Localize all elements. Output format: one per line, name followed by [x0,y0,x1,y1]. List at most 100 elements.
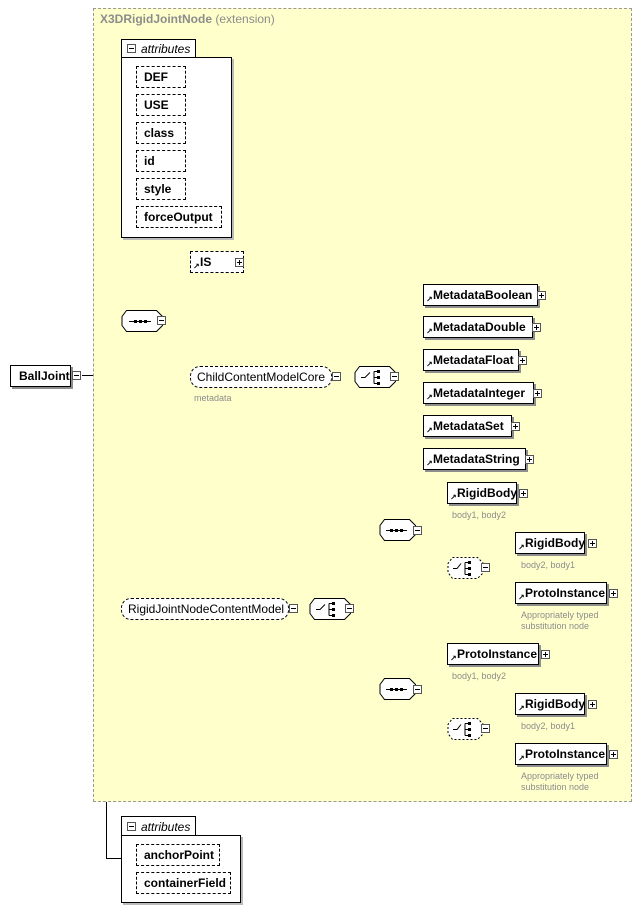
element-label: MetadataFloat [433,353,514,367]
attribute-def[interactable]: DEF [136,66,186,88]
element-label: RigidBody [525,697,585,711]
choice-compositor[interactable] [309,598,355,620]
reference-arrow-icon: ↗ [193,262,200,271]
element-label: RigidBody [525,536,585,550]
collapse-icon[interactable] [72,371,81,380]
attribute-label: DEF [144,70,168,84]
attribute-forceoutput[interactable]: forceOutput [136,206,222,228]
attribute-label: forceOutput [144,210,213,224]
expand-icon[interactable] [609,589,618,598]
reference-arrow-icon: ↗ [426,295,433,304]
group-childcontentmodelcore[interactable]: ChildContentModelCore [190,366,332,388]
group-rigidjointnodecontentmodel[interactable]: RigidJointNodeContentModel [121,598,289,620]
attribute-use[interactable]: USE [136,94,186,116]
element-metadatafloat[interactable]: ↗ MetadataFloat [423,349,527,371]
collapse-icon[interactable] [289,604,298,613]
collapse-icon[interactable] [345,604,354,613]
element-note: substitution node [521,782,590,792]
extension-region [93,8,632,802]
sequence-compositor[interactable] [379,678,425,700]
reference-arrow-icon: ↗ [426,426,433,435]
element-note: body2, body1 [521,721,576,731]
expand-icon[interactable] [537,291,546,300]
element-note: Appropriately typed [521,610,599,620]
collapse-icon[interactable] [481,724,490,733]
collapse-icon[interactable] [157,316,166,325]
choice-compositor[interactable] [447,718,493,740]
attribute-label: anchorPoint [144,848,215,862]
expand-icon[interactable] [525,455,534,464]
element-metadataboolean[interactable]: ↗ MetadataBoolean [423,284,546,306]
root-element-label: BallJoint [19,369,70,383]
element-protoinstance[interactable]: ↗ ProtoInstance [515,582,618,604]
collapse-icon[interactable] [413,685,422,694]
reference-arrow-icon: ↗ [450,654,457,663]
expand-icon[interactable] [235,258,244,267]
element-note: substitution node [521,621,590,631]
attribute-style[interactable]: style [136,178,186,200]
expand-icon[interactable] [511,422,520,431]
attributes-header-label: attributes [141,42,191,56]
expand-icon[interactable] [532,323,541,332]
element-protoinstance[interactable]: ↗ ProtoInstance [447,643,550,665]
reference-arrow-icon: ↗ [518,543,525,552]
sequence-compositor[interactable] [121,310,167,332]
element-note: body1, body2 [452,510,507,520]
element-label: MetadataDouble [433,320,526,334]
element-metadatadouble[interactable]: ↗ MetadataDouble [423,316,541,338]
choice-compositor[interactable] [354,366,400,388]
sequence-compositor[interactable] [379,519,425,541]
element-metadataset[interactable]: ↗ MetadataSet [423,415,520,437]
element-label: ProtoInstance [457,647,538,661]
reference-arrow-icon: ↗ [518,704,525,713]
element-metadatastring[interactable]: ↗ MetadataString [423,448,534,470]
attribute-label: class [144,126,175,140]
own-attributes-header[interactable]: attributes [121,816,196,836]
extension-type-name: X3DRigidJointNode [100,12,213,26]
expand-icon[interactable] [588,700,597,709]
element-rigidbody[interactable]: ↗ RigidBody [515,693,597,715]
reference-arrow-icon: ↗ [426,393,433,402]
element-label: IS [200,255,212,269]
root-element-balljoint[interactable]: BallJoint [10,365,71,387]
attribute-label: id [144,154,155,168]
collapse-icon[interactable] [390,372,399,381]
collapse-icon[interactable] [127,822,136,831]
attribute-anchorpoint[interactable]: anchorPoint [136,844,220,866]
choice-compositor[interactable] [447,557,493,579]
group-note: metadata [194,393,232,403]
expand-icon[interactable] [518,356,527,365]
element-rigidbody[interactable]: ↗ RigidBody [515,532,597,554]
element-protoinstance[interactable]: ↗ ProtoInstance [515,743,618,765]
attribute-id[interactable]: id [136,150,186,172]
element-note: body1, body2 [452,671,507,681]
element-label: MetadataInteger [433,386,526,400]
element-note: body2, body1 [521,560,576,570]
element-label: RigidBody [457,486,517,500]
element-metadatainteger[interactable]: ↗ MetadataInteger [423,382,542,404]
attribute-label: USE [144,98,169,112]
reference-arrow-icon: ↗ [426,360,433,369]
reference-arrow-icon: ↗ [450,493,457,502]
element-is[interactable]: ↗ IS [190,251,244,273]
collapse-icon[interactable] [481,563,490,572]
expand-icon[interactable] [541,650,550,659]
collapse-icon[interactable] [413,526,422,535]
expand-icon[interactable] [519,489,528,498]
element-label: ProtoInstance [525,586,606,600]
group-label: ChildContentModelCore [197,370,326,384]
collapse-icon[interactable] [332,372,341,381]
reference-arrow-icon: ↗ [518,754,525,763]
attribute-containerfield[interactable]: containerField [136,872,231,894]
collapse-icon[interactable] [127,44,136,53]
expand-icon[interactable] [609,750,618,759]
inherited-attributes-header[interactable]: attributes [121,39,196,58]
reference-arrow-icon: ↗ [426,459,433,468]
reference-arrow-icon: ↗ [426,327,433,336]
element-label: MetadataBoolean [433,288,533,302]
expand-icon[interactable] [533,389,542,398]
element-rigidbody[interactable]: ↗ RigidBody [447,482,528,504]
expand-icon[interactable] [588,539,597,548]
attribute-class[interactable]: class [136,122,186,144]
attribute-label: style [144,182,172,196]
